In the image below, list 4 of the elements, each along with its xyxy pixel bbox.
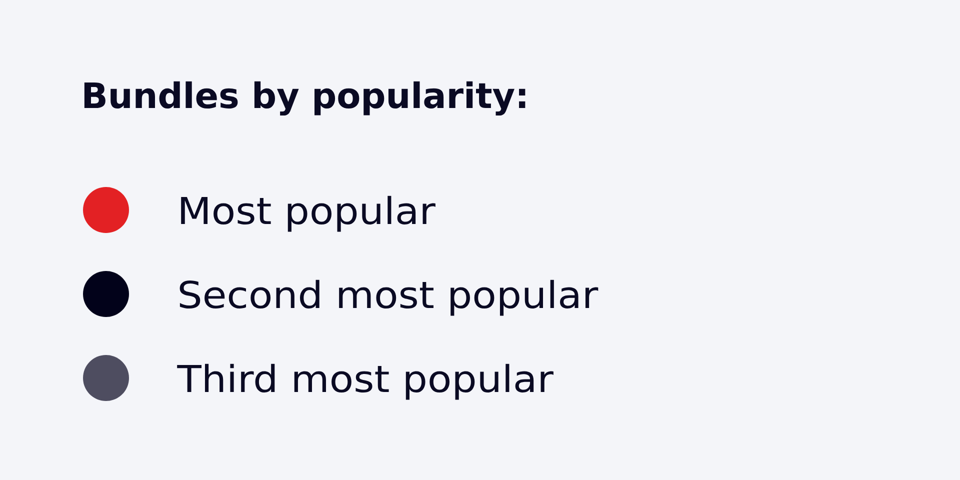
legend-text: Second most popular bbox=[180, 280, 598, 316]
title: Bundles by popularity: bbox=[84, 81, 526, 116]
legend-text: Most popular bbox=[181, 196, 436, 232]
legend-text: Third most popular bbox=[177, 364, 554, 400]
